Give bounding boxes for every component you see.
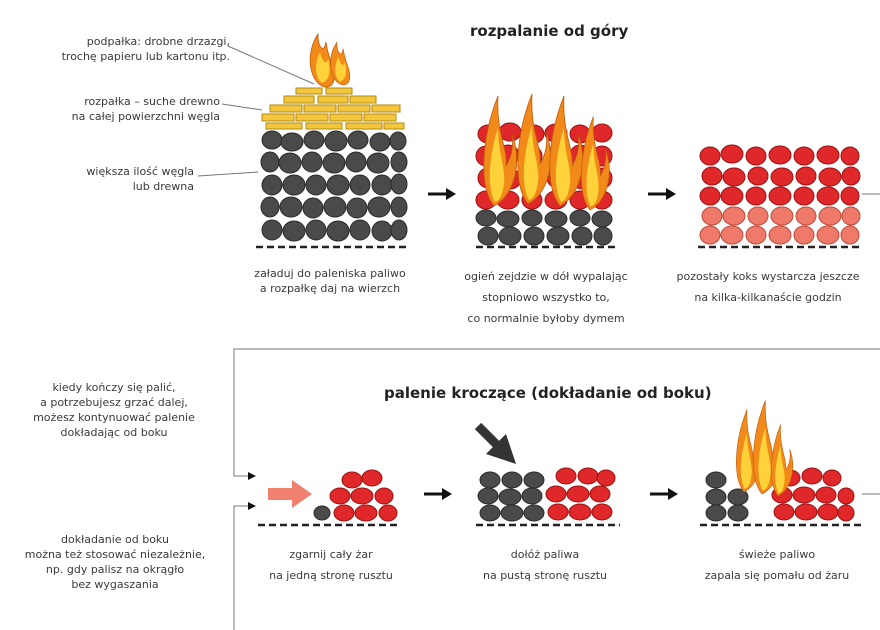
caption-stage2: ogień zejdzie w dół wypalając stopniowo … [446,266,646,329]
add-fuel-arrow [478,426,516,464]
bottom-stage1-push-embers [258,470,400,525]
note-continue: kiedy kończy się palić, a potrzebujesz g… [16,380,212,440]
label-kindling: podpałka: drobne drzazgi, trochę papieru… [30,34,230,64]
label-firelighter: rozpałka – suche drewno na całej powierz… [30,94,220,124]
stage2-burning-down [476,94,618,247]
caption-bottom1: zgarnij cały żar na jedną stronę rusztu [246,544,416,586]
top-arrow-1 [428,188,456,200]
note-independent: dokładanie od boku można też stosować ni… [10,532,220,592]
bottom-stage2-add-fuel [476,426,620,525]
top-arrow-2 [648,188,676,200]
stage1-fuel-stack [256,34,410,247]
top-heading: rozpalanie od góry [470,22,628,40]
flow-arrowhead-1 [248,472,256,480]
caption-bottom3: świeże paliwo zapala się pomału od żaru [682,544,872,586]
bottom-arrow-2 [650,488,678,500]
flow-arrowhead-2 [248,502,256,510]
caption-stage1: załaduj do paleniska paliwo a rozpałkę d… [240,266,420,296]
stage3-remaining-coke [698,145,862,247]
bottom-heading: palenie kroczące (dokładanie od boku) [384,384,712,402]
label-fuel: większa ilość węgla lub drewna [30,164,194,194]
caption-bottom2: dołóż paliwa na pustą stronę rusztu [460,544,630,586]
caption-stage3: pozostały koks wystarcza jeszcze na kilk… [660,266,876,308]
bottom-stage3-ignite [700,401,862,526]
bottom-arrow-1 [424,488,452,500]
